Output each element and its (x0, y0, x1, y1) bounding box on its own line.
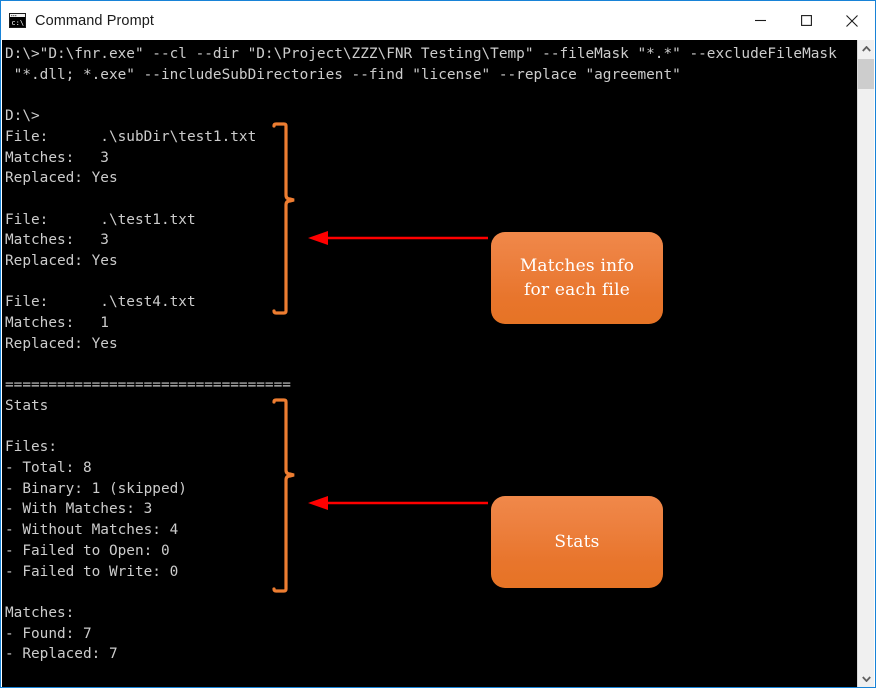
maximize-button[interactable] (783, 6, 829, 36)
scrollbar-up-button[interactable] (858, 40, 874, 57)
console-icon: c:\ (9, 13, 26, 28)
console-output-area[interactable]: D:\>"D:\fnr.exe" --cl --dir "D:\Project\… (2, 40, 858, 687)
maximize-icon (800, 15, 812, 26)
close-icon (846, 14, 858, 27)
minimize-icon (754, 19, 766, 22)
title-bar[interactable]: c:\ Command Prompt (1, 1, 875, 40)
chevron-up-icon (861, 45, 871, 52)
console-text: D:\>"D:\fnr.exe" --cl --dir "D:\Project\… (5, 46, 837, 663)
minimize-button[interactable] (737, 6, 783, 36)
window-title: Command Prompt (35, 12, 155, 29)
vertical-scrollbar[interactable] (857, 40, 874, 687)
scrollbar-thumb[interactable] (858, 59, 874, 89)
close-button[interactable] (829, 6, 875, 36)
scrollbar-down-button[interactable] (858, 670, 874, 687)
svg-text:c:\: c:\ (11, 19, 24, 27)
chevron-down-icon (861, 675, 871, 682)
